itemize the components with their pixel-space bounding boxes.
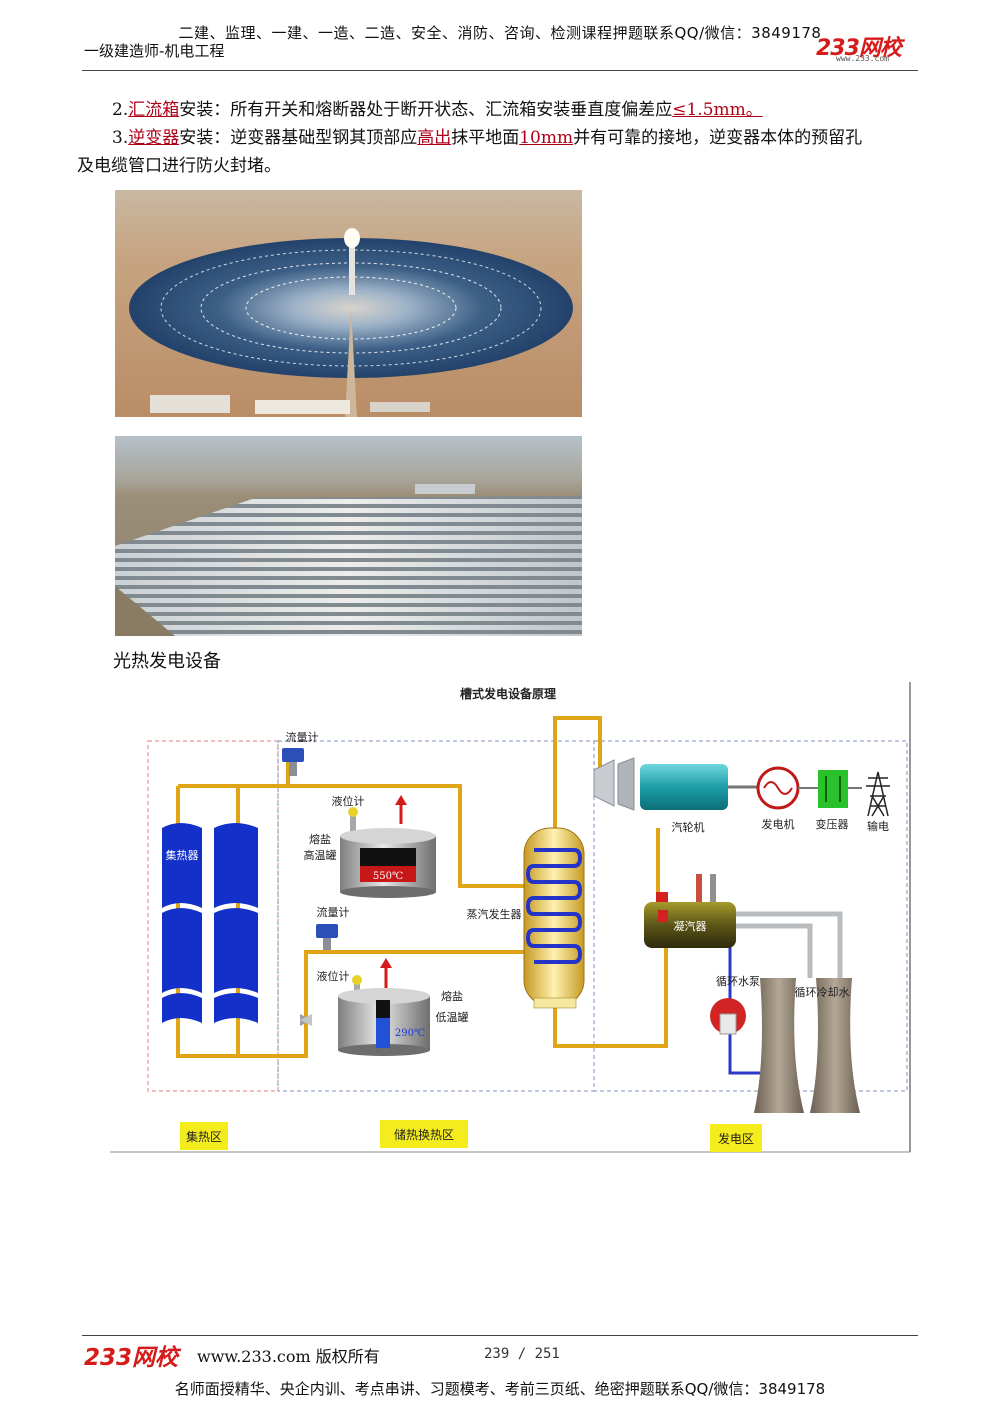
- label-hot-tank-a: 熔盐: [309, 832, 331, 846]
- zone-label-collector-box: [180, 1122, 228, 1150]
- item-3-highlight-2: 10mm: [519, 128, 574, 148]
- solar-tower-photo: [115, 190, 582, 417]
- zone-box-power: [593, 740, 908, 1092]
- label-hot-temp: 550℃: [373, 871, 403, 882]
- item-2: 2.汇流箱安装：所有开关和熔断器处于断开状态、汇流箱安装垂直度偏差应≤1.5mm…: [112, 96, 763, 124]
- turbine-blades: [593, 759, 615, 807]
- label-cooling-water: 循环冷却水: [795, 986, 850, 999]
- label-generator: 发电机: [762, 817, 795, 831]
- label-level-bottom: 液位计: [317, 969, 350, 983]
- footer-logo: 233网校: [84, 1345, 179, 1371]
- trough-principle-diagram: 槽式发电设备原理 集热器 流量计 液位计 550℃ 熔盐: [110, 682, 911, 1153]
- item-3-continued: 及电缆管口进行防火封堵。: [77, 156, 281, 176]
- item-3-text-1: 安装：逆变器基础型钢其顶部应: [179, 128, 418, 148]
- figure-caption: 光热发电设备: [113, 651, 221, 672]
- item-3-highlight-1: 高出: [417, 128, 452, 148]
- zone-label-power: 发电区: [718, 1131, 754, 1146]
- header-logo-url: www.233.com: [836, 54, 889, 63]
- transformer-icon: [818, 770, 848, 808]
- label-cold-temp: 290℃: [395, 1028, 425, 1039]
- footer-promo-line: 名师面授精华、央企内训、考点串讲、习题模考、考前三页纸、绝密押题联系QQ/微信：…: [174, 1380, 826, 1398]
- flowmeter-bottom-icon: [316, 924, 338, 938]
- cooling-water-piping: [736, 911, 843, 978]
- label-flowmeter-top: 流量计: [286, 730, 319, 744]
- transmission-tower-icon: [866, 771, 890, 817]
- header-courses-line: 二建、监理、一建、一造、二造、安全、消防、咨询、检测课程押题联系QQ/微信：38…: [178, 24, 822, 42]
- label-turbine: 汽轮机: [672, 820, 705, 834]
- item-2-value: ≤1.5mm。: [672, 100, 763, 120]
- turbine: [640, 764, 728, 810]
- label-transformer: 变压器: [816, 817, 849, 831]
- diagram-title: 槽式发电设备原理: [460, 686, 556, 701]
- item-3-number: 3.: [112, 128, 129, 148]
- cooling-tower-left: [754, 978, 804, 1113]
- item-2-text: 安装：所有开关和熔断器处于断开状态、汇流箱安装垂直度偏差应: [179, 100, 673, 120]
- label-steam-generator: 蒸汽发生器: [467, 907, 522, 921]
- zone-label-storage-box: [380, 1120, 468, 1148]
- zone-label-storage: 储热换热区: [394, 1127, 454, 1142]
- item-2-number: 2.: [112, 100, 129, 120]
- header-subject: 一级建造师-机电工程: [84, 42, 225, 60]
- label-flowmeter-bottom: 流量计: [317, 905, 350, 919]
- header-logo: 233网校: [816, 36, 902, 61]
- header-rule: [82, 70, 918, 71]
- footer-copyright: www.233.com 版权所有: [197, 1347, 380, 1366]
- collector-panels: [162, 823, 258, 1023]
- zone-label-power-box: [710, 1124, 762, 1152]
- item-3-text-2: 抹平地面: [451, 128, 520, 148]
- item-3: 3.逆变器安装：逆变器基础型钢其顶部应高出抹平地面10mm并有可靠的接地，逆变器…: [112, 124, 862, 152]
- pump-water-line: [728, 934, 760, 1075]
- flowmeter-top-icon: [282, 748, 304, 762]
- zone-label-collector: 集热区: [186, 1129, 222, 1144]
- page-number: 239 / 251: [484, 1346, 560, 1362]
- label-cold-tank-b: 低温罐: [436, 1011, 469, 1024]
- label-condenser: 凝汽器: [674, 919, 707, 933]
- term-inverter: 逆变器: [128, 128, 180, 148]
- cooling-tower-right: [810, 978, 860, 1113]
- label-transmission: 输电: [867, 819, 889, 833]
- label-hot-tank-b: 高温罐: [304, 848, 337, 862]
- label-collector: 集热器: [166, 848, 199, 862]
- parabolic-trough-photo: [115, 436, 582, 636]
- footer-rule: [82, 1335, 918, 1336]
- label-cold-tank-a: 熔盐: [441, 989, 463, 1003]
- item-3-text-3: 并有可靠的接地，逆变器本体的预留孔: [573, 128, 863, 148]
- steam-generator: [523, 827, 585, 1007]
- term-combiner-box: 汇流箱: [128, 100, 180, 120]
- label-pump: 循环水泵: [716, 975, 760, 988]
- label-level-top: 液位计: [332, 794, 365, 808]
